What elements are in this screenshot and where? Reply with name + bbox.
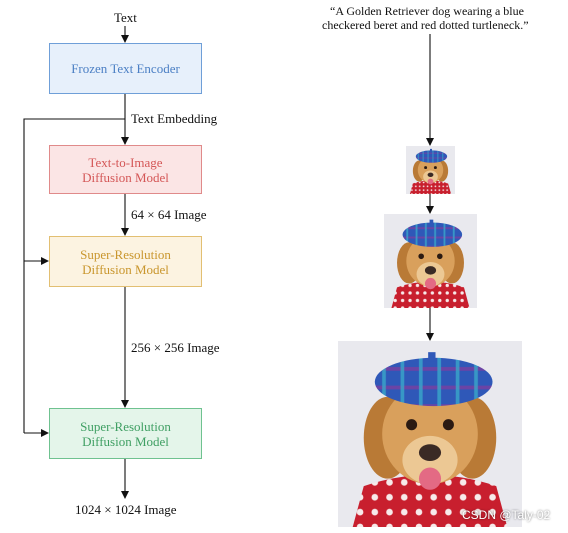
generated-image-1024 (338, 341, 522, 527)
super-resolution-model-2-box: Super-Resolution Diffusion Model (49, 408, 202, 459)
dog-illustration-large (338, 341, 522, 527)
generated-image-64 (406, 146, 455, 194)
prompt-line-1: “A Golden Retriever dog wearing a blue (330, 4, 524, 18)
sr2-label-line1: Super-Resolution (80, 418, 171, 434)
output-image-label: 1024 × 1024 Image (75, 502, 177, 517)
prompt-line-2: checkered beret and red dotted turtlenec… (322, 18, 529, 32)
sr1-label-line2: Diffusion Model (82, 261, 169, 277)
dog-illustration-medium (384, 214, 477, 308)
text-embedding-label: Text Embedding (131, 111, 218, 126)
embedding-branch-line (23, 118, 125, 433)
sr1-label-line1: Super-Resolution (80, 246, 171, 262)
sr2-label-line2: Diffusion Model (82, 433, 169, 449)
dog-illustration-small (406, 146, 455, 194)
generated-image-256 (384, 214, 477, 308)
t2i-label-line2: Diffusion Model (82, 169, 169, 185)
t2i-label-line1: Text-to-Image (88, 154, 163, 170)
input-text-label: Text (114, 10, 137, 25)
image-64-label: 64 × 64 Image (131, 207, 207, 222)
watermark: CSDN @Taly-02 (462, 508, 551, 522)
encoder-label: Frozen Text Encoder (71, 61, 180, 76)
text-to-image-model-box: Text-to-Image Diffusion Model (49, 145, 202, 194)
frozen-text-encoder-box: Frozen Text Encoder (49, 43, 202, 94)
super-resolution-model-1-box: Super-Resolution Diffusion Model (49, 236, 202, 287)
image-256-label: 256 × 256 Image (131, 340, 220, 355)
